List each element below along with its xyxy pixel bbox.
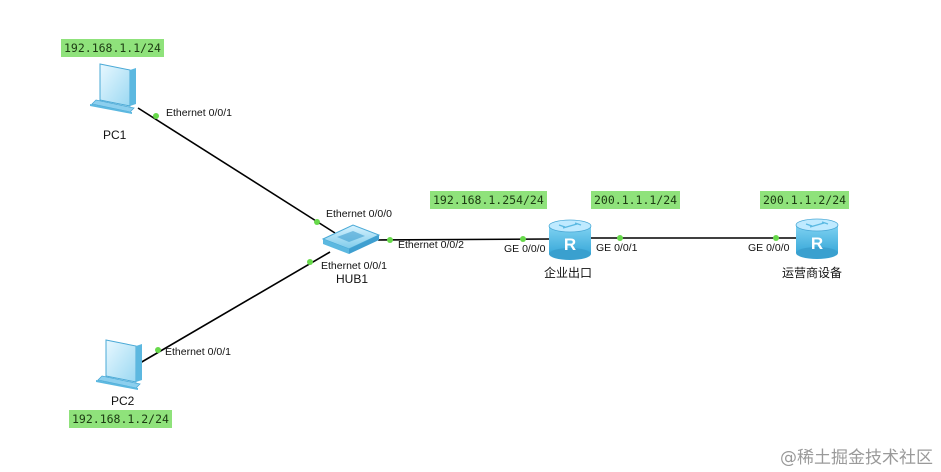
router1-left-ip-label: 192.168.1.254/24 [430,191,547,209]
router-letter: R [564,235,576,254]
port-dot-hub-top [314,219,320,225]
router-icon[interactable]: R [795,218,839,259]
pc1-name-label: PC1 [103,128,127,142]
pc2-port-label: Ethernet 0/0/1 [165,346,231,358]
port-dot-pc1 [153,113,159,119]
watermark-text: @稀土掘金技术社区 [780,448,933,468]
link-pc2-hub [139,251,331,364]
port-dot-router2 [773,235,779,241]
port-dot-router1-left [520,236,526,242]
router-letter: R [811,234,823,253]
pc2-ip-label: 192.168.1.2/24 [69,410,172,428]
port-dot-hub-right [387,237,393,243]
port-dot-router1-right [617,235,623,241]
router2-name-label: 运营商设备 [782,266,843,280]
hub-icon[interactable] [321,224,381,254]
router1-port-left-label: GE 0/0/0 [504,243,546,255]
pc2-name-label: PC2 [111,394,135,408]
pc-icon[interactable] [96,339,142,390]
hub-port-top-label: Ethernet 0/0/0 [326,208,392,220]
pc1-ip-label: 192.168.1.1/24 [61,39,164,57]
pc1-port-label: Ethernet 0/0/1 [166,107,232,119]
router1-right-ip-label: 200.1.1.1/24 [591,191,681,209]
router-icon[interactable]: R [548,219,592,260]
hub-port-right-label: Ethernet 0/0/2 [398,239,464,251]
router2-port-label: GE 0/0/0 [748,242,790,254]
pc-icon[interactable] [90,63,136,114]
port-dot-hub-bottom [307,259,313,265]
port-dot-pc2 [155,347,161,353]
hub-name-label: HUB1 [336,272,369,286]
router2-ip-label: 200.1.1.2/24 [760,191,850,209]
hub-port-bottom-label: Ethernet 0/0/1 [321,260,387,272]
router1-port-right-label: GE 0/0/1 [596,242,638,254]
router1-name-label: 企业出口 [544,266,593,280]
link-pc1-hub [137,107,336,234]
